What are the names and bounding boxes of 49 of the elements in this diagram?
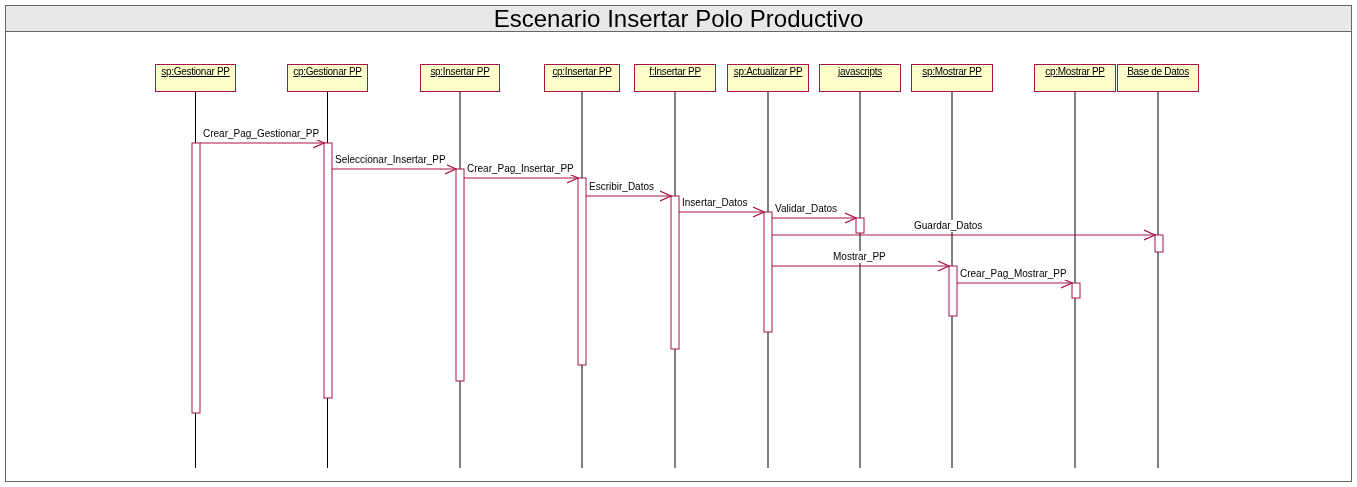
message-label: Mostrar_PP (832, 251, 887, 263)
message-arrow (678, 206, 765, 218)
message-label: Escribir_Datos (588, 181, 656, 193)
message-arrow (771, 260, 950, 272)
lifeline-header (819, 64, 901, 92)
lifeline-header (634, 64, 716, 92)
message-label: Guardar_Datos (913, 220, 984, 232)
lifeline-header (1117, 64, 1199, 92)
object-name: sp:Actualizar PP (733, 66, 803, 79)
object-name: sp:Gestionar PP (161, 66, 230, 79)
message-label: Crear_Pag_Mostrar_PP (959, 268, 1068, 280)
message-label: Validar_Datos (774, 203, 839, 215)
activation-bar (1154, 234, 1164, 253)
message-arrow (331, 163, 457, 175)
diagram-title: Escenario Insertar Polo Productivo (493, 6, 864, 31)
activation-bar (323, 142, 333, 399)
message-arrow (771, 229, 1156, 241)
lifeline-header (155, 64, 236, 92)
lifeline-header (420, 64, 500, 92)
lifeline-header (287, 64, 368, 92)
object-name: cp:Insertar PP (552, 66, 612, 79)
lifeline-header (1034, 64, 1116, 92)
object-name: sp:Insertar PP (430, 66, 490, 79)
message-arrow (199, 137, 325, 149)
message-label: Crear_Pag_Gestionar_PP (202, 128, 321, 140)
message-label: Insertar_Datos (681, 197, 749, 209)
message-arrow (463, 172, 579, 184)
message-arrow (956, 277, 1073, 289)
object-name: cp:Mostrar PP (1045, 66, 1105, 79)
lifeline-header (727, 64, 809, 92)
activation-bar (948, 265, 958, 317)
lifeline-header (544, 64, 620, 92)
object-name: sp:Mostrar PP (922, 66, 982, 79)
object-name: javascripts (838, 66, 882, 79)
activation-bar (855, 217, 865, 234)
activation-bar (763, 211, 773, 333)
activation-bar (455, 168, 465, 382)
message-arrow (585, 190, 672, 202)
message-arrow (771, 212, 857, 224)
message-label: Crear_Pag_Insertar_PP (466, 163, 575, 175)
object-name: cp:Gestionar PP (293, 66, 362, 79)
message-label: Seleccionar_Insertar_PP (334, 154, 447, 166)
object-name: f:Insertar PP (649, 66, 701, 79)
activation-bar (670, 195, 680, 350)
activation-bar (577, 177, 587, 366)
activation-bar (1071, 282, 1081, 299)
object-name: Base de Datos (1127, 66, 1189, 79)
lifeline-header (911, 64, 993, 92)
activation-bar (191, 142, 201, 414)
